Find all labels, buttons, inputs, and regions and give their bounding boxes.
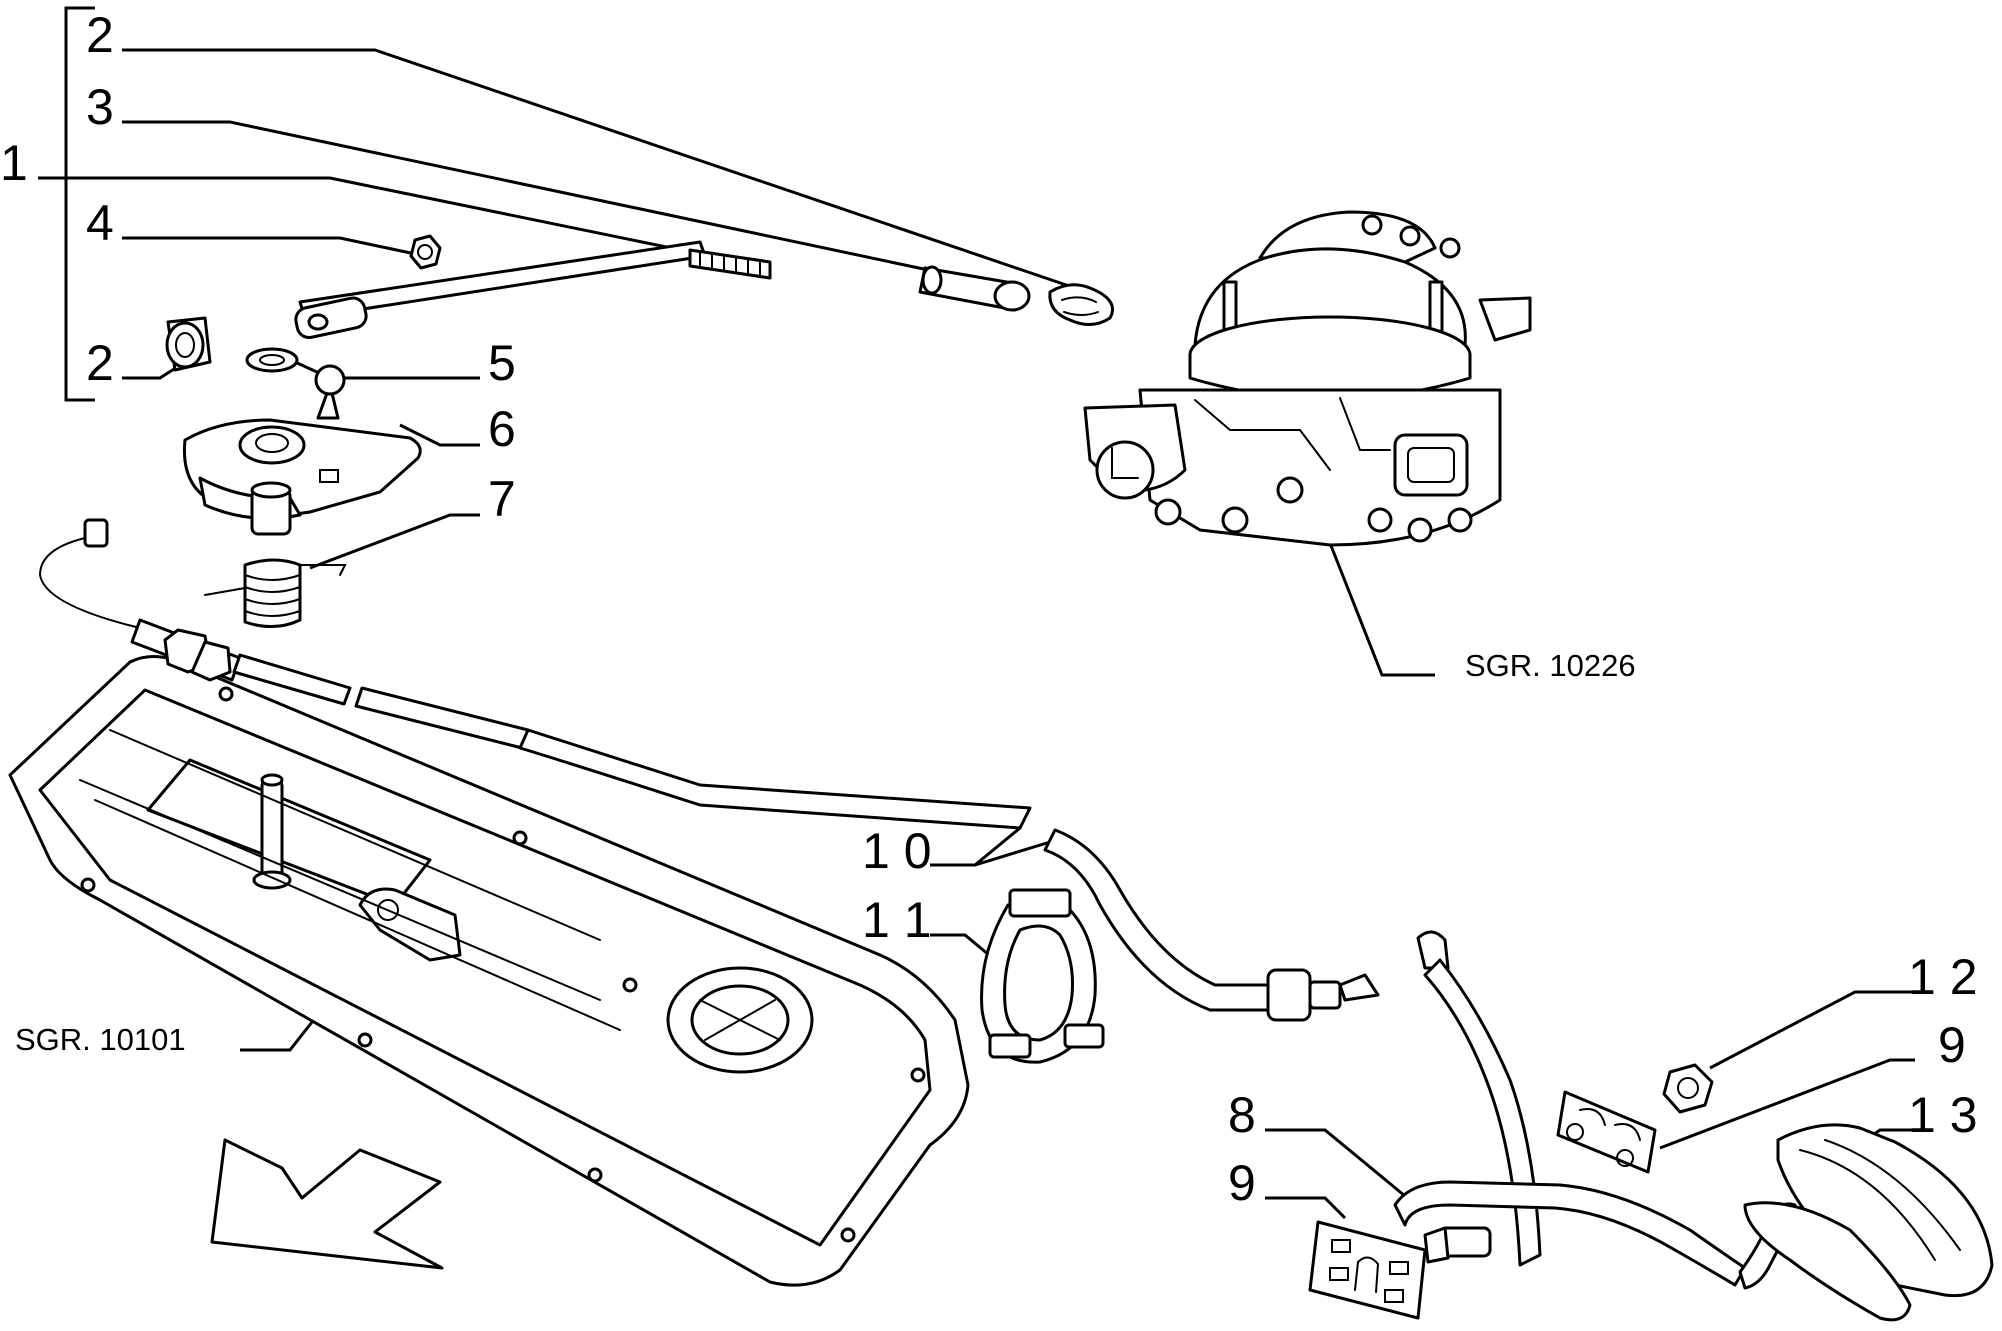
grommet-upper bbox=[1556, 1090, 1657, 1174]
callout-5: 5 bbox=[488, 335, 516, 391]
cable-clamp bbox=[980, 888, 1105, 1064]
callout-9-upper: 9 bbox=[1938, 1017, 1966, 1073]
callout-2-lower: 2 bbox=[86, 335, 114, 391]
washer bbox=[245, 347, 299, 373]
reference-valve-cover: SGR. 10101 bbox=[15, 1022, 186, 1057]
callout-13: 1 3 bbox=[1908, 1087, 1978, 1143]
callout-12: 1 2 bbox=[1908, 949, 1978, 1005]
callout-8: 8 bbox=[1228, 1087, 1256, 1143]
leader-lines bbox=[66, 48, 1915, 1220]
callout-11: 1 1 bbox=[862, 892, 932, 948]
direction-arrow bbox=[210, 1138, 444, 1270]
callout-9-lower: 9 bbox=[1228, 1155, 1256, 1211]
accelerator-cable bbox=[38, 518, 1380, 1022]
pedal-arm bbox=[1393, 930, 1797, 1290]
throttle-lever bbox=[182, 364, 422, 536]
nut bbox=[409, 234, 442, 270]
callout-4: 4 bbox=[86, 195, 114, 251]
carburetor bbox=[1083, 210, 1532, 547]
callout-6: 6 bbox=[488, 401, 516, 457]
grommet-lower bbox=[1308, 1220, 1427, 1320]
pedal-pad bbox=[1743, 1123, 1994, 1322]
return-spring bbox=[204, 558, 347, 628]
pedal-nut bbox=[1662, 1063, 1714, 1114]
callout-10: 1 0 bbox=[862, 823, 932, 879]
callout-1: 1 bbox=[0, 135, 28, 191]
bushing bbox=[165, 316, 212, 372]
callout-labels: 2 3 1 4 2 5 6 7 1 0 1 1 1 2 9 1 3 8 9 SG… bbox=[0, 7, 1978, 1211]
callout-7: 7 bbox=[488, 471, 516, 527]
callout-3: 3 bbox=[86, 79, 114, 135]
reference-carburetor: SGR. 10226 bbox=[1465, 648, 1636, 683]
valve-cover bbox=[8, 655, 970, 1287]
linkage-rod bbox=[294, 240, 1114, 340]
group-bracket bbox=[38, 6, 95, 402]
callout-2-top: 2 bbox=[86, 7, 114, 63]
